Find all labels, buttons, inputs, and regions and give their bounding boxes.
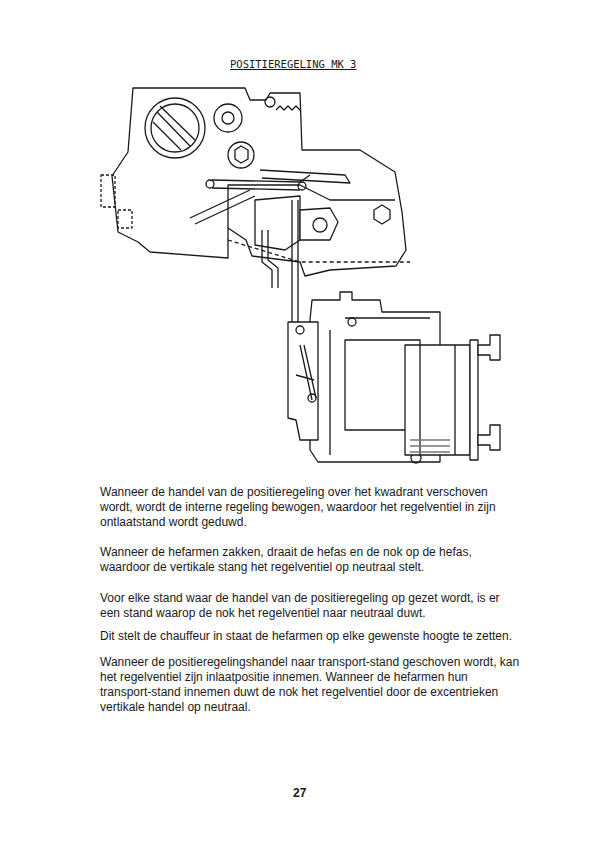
bracket bbox=[300, 208, 338, 240]
dashed-boss bbox=[101, 175, 115, 207]
diagonal-rod bbox=[190, 190, 255, 224]
spring bbox=[276, 106, 300, 110]
bore bbox=[145, 98, 205, 158]
housing-outline bbox=[112, 88, 406, 276]
cylinder bbox=[405, 345, 470, 455]
link-arm bbox=[212, 175, 310, 190]
bolt-stud bbox=[478, 425, 500, 450]
bore-shading bbox=[153, 106, 195, 150]
body-paragraph: Dit stelt de chauffeur in staat de hefar… bbox=[100, 629, 520, 644]
end-cap bbox=[470, 340, 478, 460]
page-title: POSITIEREGELING MK 3 bbox=[230, 58, 356, 70]
plug bbox=[348, 318, 356, 326]
pin bbox=[206, 180, 214, 188]
bore bbox=[151, 104, 199, 152]
pivot bbox=[228, 142, 254, 168]
dashed-boss bbox=[118, 210, 132, 228]
bolt-head bbox=[374, 205, 390, 224]
dashed-line bbox=[228, 240, 410, 262]
nut bbox=[235, 146, 248, 163]
body-paragraph: Wanneer de handel van de positieregeling… bbox=[100, 485, 520, 530]
pin bbox=[298, 182, 306, 190]
body-paragraph: Voor elke stand waar de handel van de po… bbox=[100, 591, 520, 621]
vertical-rod bbox=[292, 200, 300, 340]
pivot bbox=[222, 112, 234, 124]
body-paragraph: Wanneer de hefarmen zakken, draait de he… bbox=[100, 545, 520, 575]
cylinder-ring bbox=[420, 345, 455, 455]
shading bbox=[410, 440, 450, 452]
pin bbox=[308, 394, 316, 402]
bolt bbox=[313, 218, 327, 232]
valve-lever bbox=[296, 345, 316, 400]
page-number: 27 bbox=[293, 786, 306, 800]
valve-plate bbox=[288, 322, 318, 440]
body-paragraph: Wanneer de positieregelingshandel naar t… bbox=[100, 655, 520, 715]
pivot bbox=[265, 97, 275, 107]
pin bbox=[296, 326, 304, 334]
link-arm bbox=[260, 170, 350, 183]
bolt-stud bbox=[478, 335, 500, 360]
pivot bbox=[214, 104, 242, 132]
vertical-rod bbox=[262, 230, 278, 288]
